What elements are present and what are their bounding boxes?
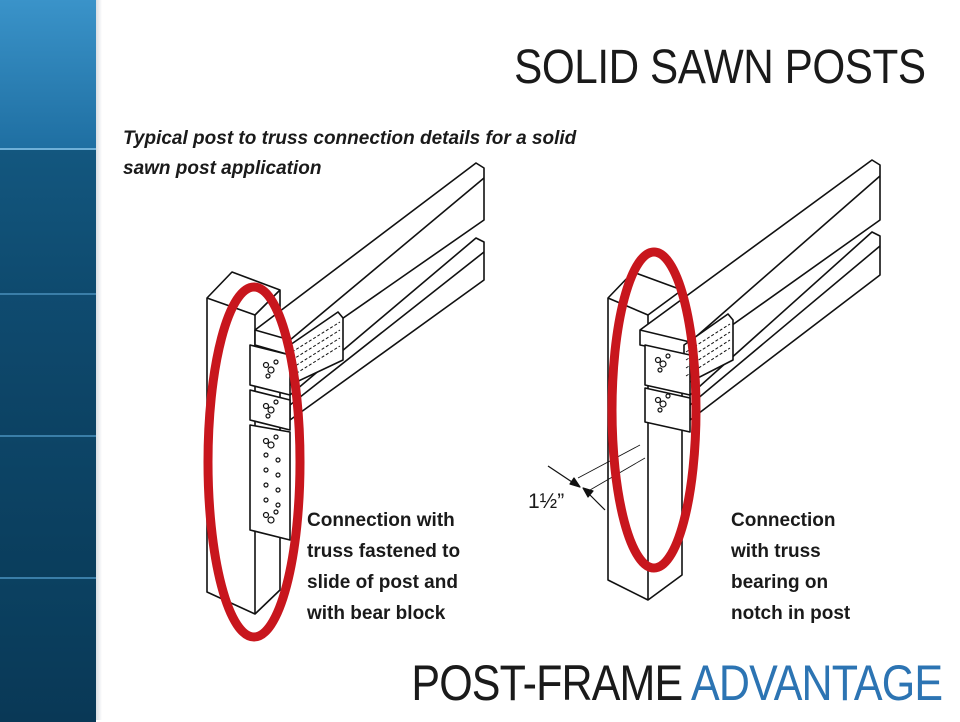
side-band-4 <box>0 435 96 579</box>
fastener-dots-icon <box>654 353 671 413</box>
left-connection-detail <box>206 162 485 615</box>
side-decor-bar <box>0 0 96 722</box>
left-block-mid <box>249 389 291 431</box>
dimension-label: 1½” <box>528 490 565 513</box>
caption-left: Connection with truss fastened to slide … <box>307 510 461 624</box>
highlight-ellipse-left <box>203 282 305 642</box>
fastener-dots-icon <box>262 359 281 524</box>
right-truss-upper <box>639 159 881 356</box>
left-block-top <box>249 344 291 396</box>
left-truss-upper <box>254 162 485 356</box>
side-edge-shadow <box>96 0 102 720</box>
brand-part-2: ADVANTAGE <box>690 655 943 711</box>
slide-title: SOLID SAWN POSTS <box>514 41 926 94</box>
side-band-3 <box>0 293 96 437</box>
right-connection-detail <box>607 159 881 601</box>
caption-right: Connection with truss bearing on notch i… <box>731 510 851 624</box>
highlight-ellipse-right <box>607 247 701 573</box>
side-band-5 <box>0 577 96 722</box>
brand-logo: POST-FRAME ADVANTAGE <box>411 654 943 712</box>
side-band-2 <box>0 148 96 295</box>
side-band-1 <box>0 0 96 148</box>
left-bear-block <box>249 424 291 541</box>
slide-subtitle: Typical post to truss connection details… <box>123 128 577 179</box>
brand-part-1: POST-FRAME <box>411 655 683 711</box>
